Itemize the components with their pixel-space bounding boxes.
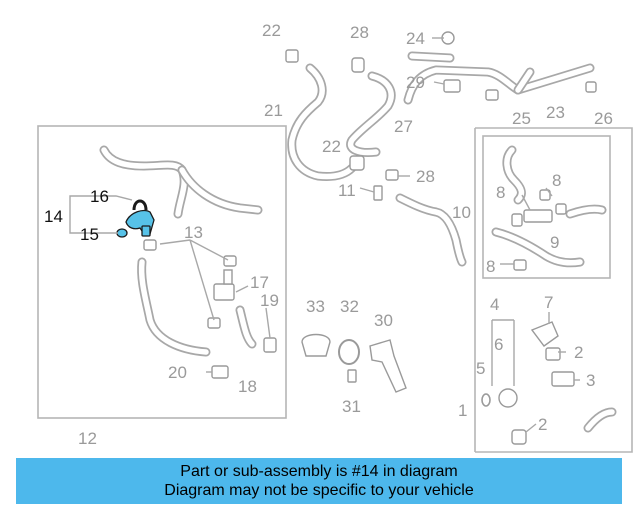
callout-17: 17 [250,273,269,292]
callout-6: 6 [494,335,503,354]
callout-13: 13 [184,223,203,242]
bolt-11 [373,185,383,201]
callout-5: 5 [476,359,485,378]
fitting-22-top [285,49,299,63]
caption-line-1: Part or sub-assembly is #14 in diagram [180,463,458,480]
fitting-8 [511,189,567,271]
fitting-29 [443,79,461,93]
callout-20: 20 [168,363,187,382]
part-16-hose[interactable] [132,199,148,211]
callout-8-right: 8 [552,171,561,190]
caption-banner: Part or sub-assembly is #14 in diagram D… [16,458,622,504]
part-bottom-hose [583,407,617,433]
assembly-box-1 [475,127,633,453]
leader-lines [69,37,580,433]
part-6-housing [498,388,518,408]
part-14-highlighted[interactable] [125,209,155,237]
part-3 [551,371,575,387]
callout-3: 3 [586,371,595,390]
fitting-26 [585,81,597,93]
callout-1: 1 [458,401,467,420]
callout-27: 27 [394,117,413,136]
callout-11: 11 [338,181,356,200]
callout-12: 12 [78,429,97,448]
callout-30: 30 [374,311,393,330]
callout-9: 9 [550,233,559,252]
callout-21: 21 [264,101,283,120]
callout-32: 32 [340,297,359,316]
callout-8-bottom: 8 [486,257,495,276]
part-7 [530,321,559,347]
callout-25: 25 [512,109,531,128]
sensor-19 [263,337,277,353]
part-30-housing [369,339,407,393]
tee-17 [213,269,235,301]
hose-10 [395,193,467,267]
sensor-20 [211,365,229,379]
hose-lower-12 [137,257,211,357]
callout-26: 26 [594,109,613,128]
callout-8-left: 8 [496,183,505,202]
fitting-25 [485,89,499,101]
callout-33: 33 [306,297,325,316]
callout-2-lower: 2 [538,415,547,434]
caption-line-2: Diagram may not be specific to your vehi… [164,482,474,499]
callout-24: 24 [406,29,425,48]
callout-numbers: 22 28 24 29 21 27 22 28 11 10 25 23 26 8… [44,21,613,448]
callout-18: 18 [238,377,257,396]
assembly-box-12 [37,125,287,419]
fitting-22-mid [349,155,365,171]
callout-10: 10 [452,203,471,222]
callout-19: 19 [260,291,279,310]
callout-31: 31 [342,397,361,416]
pipe-23 [403,51,595,105]
callout-23: 23 [546,103,565,122]
callout-14[interactable]: 14 [44,207,63,226]
fitting-28-top [351,57,365,73]
hose-sub-box [491,145,607,268]
callout-29: 29 [406,73,425,92]
part-2 [511,347,561,445]
sub-box-8-9 [482,135,611,279]
callout-22-top: 22 [262,21,281,40]
part-33 [301,333,331,357]
hose-upper-12 [99,145,263,219]
callout-28-mid: 28 [416,167,435,186]
callout-22-mid: 22 [322,137,341,156]
fitting-28-mid [385,169,399,181]
fitting-9 [523,209,553,223]
part-5 [481,393,491,407]
part-15-seal[interactable] [116,228,128,238]
callout-15[interactable]: 15 [80,225,99,244]
hose-27 [346,71,396,157]
callout-7: 7 [544,293,553,312]
hose-21 [287,63,357,181]
part-31-bolt [347,369,357,383]
part-32-ring [338,339,360,365]
callout-4: 4 [490,295,499,314]
callout-16[interactable]: 16 [90,187,109,206]
callout-28-top: 28 [350,23,369,42]
hose-18 [235,305,257,349]
callout-2-upper: 2 [574,343,583,362]
